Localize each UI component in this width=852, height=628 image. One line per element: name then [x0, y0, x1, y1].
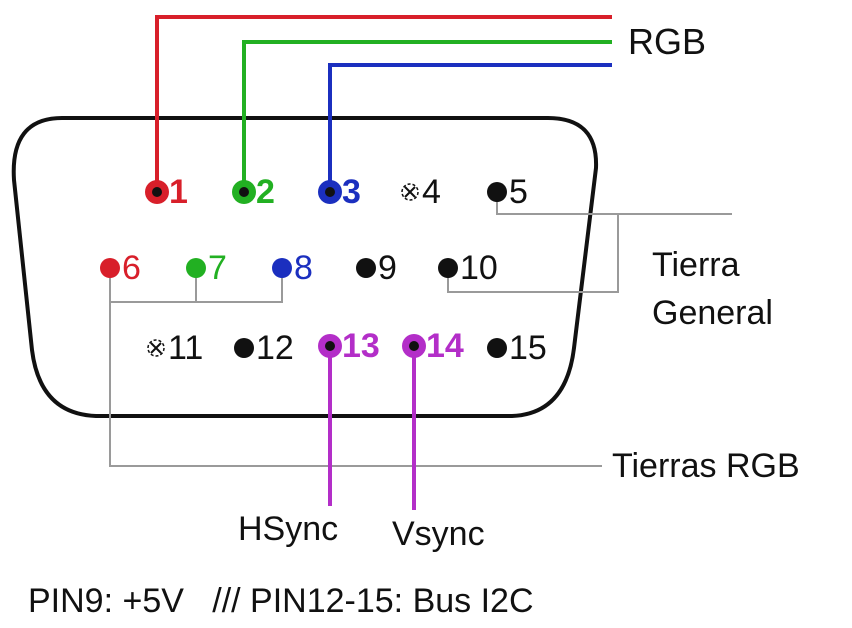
pin-5: 5 [487, 173, 528, 211]
pin-2-center [239, 187, 249, 197]
pin-1-number: 1 [169, 173, 188, 211]
pin-3: 3 [318, 173, 361, 211]
tierras-rgb-bus [109, 268, 602, 467]
pin-7-dot [186, 258, 206, 278]
tierra-general-wire-pin5 [496, 192, 732, 215]
pin-10: 10 [438, 249, 498, 287]
pin-15: 15 [487, 329, 547, 367]
pin-10-number: 10 [460, 249, 498, 287]
blue-signal-wire [328, 63, 612, 190]
pin-12-dot [234, 338, 254, 358]
tierra-general-label-line2: General [652, 294, 773, 332]
pin-13-center [325, 341, 335, 351]
pin-6-dot [100, 258, 120, 278]
pin-3-number: 3 [342, 173, 361, 211]
pin-6-number: 6 [122, 249, 141, 287]
pin-13: 13 [318, 327, 380, 365]
pin-5-number: 5 [509, 173, 528, 211]
rgb-label: RGB [628, 21, 706, 62]
pin-8: 8 [272, 249, 313, 287]
pin-9-dot [356, 258, 376, 278]
pin-12: 12 [234, 329, 294, 367]
pin-8-number: 8 [294, 249, 313, 287]
pin-9-number: 9 [378, 249, 397, 287]
pin-1-center [152, 187, 162, 197]
pin-13-number: 13 [342, 327, 380, 365]
pin-14: 14 [402, 327, 464, 365]
tierra-general-wire-pin10 [447, 214, 619, 293]
pin-15-dot [487, 338, 507, 358]
pin-6: 6 [100, 249, 141, 287]
pin-9: 9 [356, 249, 397, 287]
pin-14-center [409, 341, 419, 351]
tierra-general-label-line1: Tierra [652, 246, 740, 284]
pin-12-number: 12 [256, 329, 294, 367]
pin-7: 7 [186, 249, 227, 287]
pin-4-number: 4 [422, 173, 441, 211]
pin-4-x-marker [401, 183, 419, 201]
pin-11: 11 [168, 329, 203, 367]
footer-note: PIN9: +5V /// PIN12-15: Bus I2C [28, 582, 534, 620]
tierras-rgb-connect [110, 268, 283, 303]
pin-5-dot [487, 182, 507, 202]
pin-2-number: 2 [256, 173, 275, 211]
pin-4: 4 [422, 173, 441, 211]
pin-3-center [325, 187, 335, 197]
vsync-label: Vsync [392, 515, 485, 553]
tierras-rgb-label: Tierras RGB [612, 447, 800, 485]
pin-7-number: 7 [208, 249, 227, 287]
connector-outline [11, 116, 599, 418]
pin-15-number: 15 [509, 329, 547, 367]
pin-11-number: 11 [168, 329, 203, 367]
pin-2: 2 [232, 173, 275, 211]
pin-8-dot [272, 258, 292, 278]
pin-1: 1 [145, 173, 188, 211]
green-signal-wire [242, 40, 612, 190]
pin-11-x-marker [147, 339, 165, 357]
pin-14-number: 14 [426, 327, 464, 365]
pin-10-dot [438, 258, 458, 278]
red-signal-wire [155, 15, 612, 190]
hsync-label: HSync [238, 510, 338, 548]
